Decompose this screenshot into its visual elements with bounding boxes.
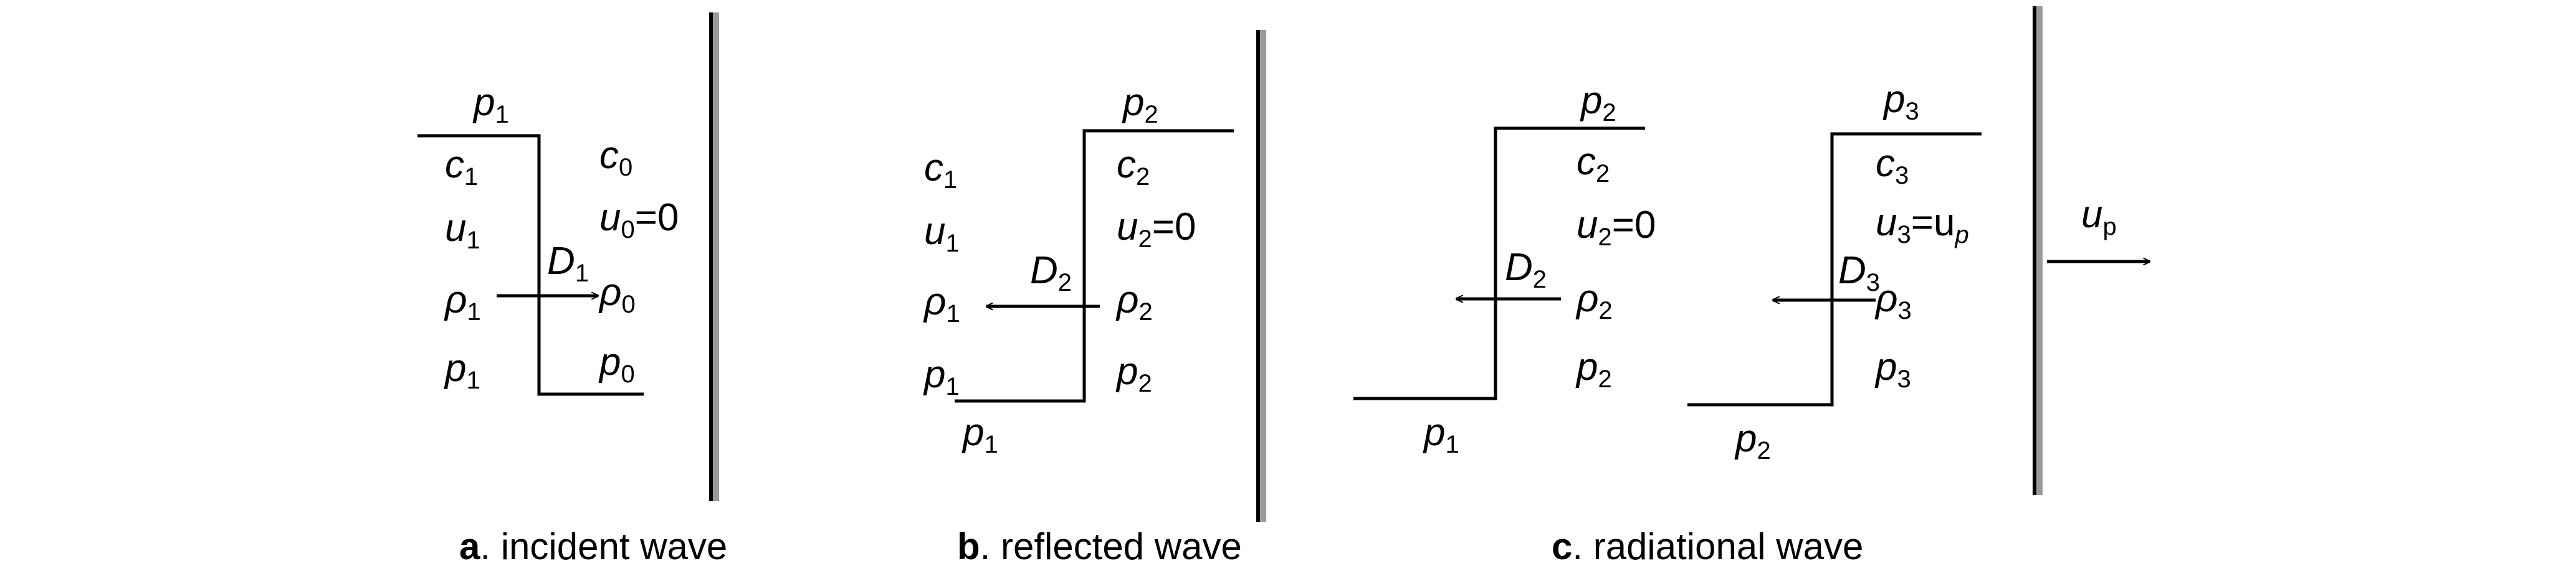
wall-velocity-label: up [2081, 193, 2117, 240]
state-label-rho1-b: ρ1 [923, 280, 960, 328]
state-label-rho3-c: ρ3 [1874, 277, 1912, 324]
pressure-profile-a [417, 134, 644, 396]
bottom-pressure-label-c1: p1 [1423, 411, 1459, 458]
top-pressure-label-c1: p2 [1580, 79, 1616, 126]
pressure-profile-c2 [1687, 132, 1982, 407]
state-label-u2-b: u2=0 [1117, 205, 1196, 253]
bottom-pressure-label-c2: p2 [1734, 417, 1771, 465]
wave-front-label-c1: D2 [1505, 246, 1547, 293]
state-label-c2-c: c2 [1577, 140, 1610, 187]
state-label-u3-c: u3=up [1876, 201, 1969, 248]
state-label-rho0-a: ρ0 [598, 271, 636, 318]
state-label-u2-c: u2=0 [1577, 204, 1656, 251]
state-label-p1-b: p1 [923, 353, 960, 400]
state-label-p1-a: p1 [444, 347, 480, 394]
wave-front-label-c2: D3 [1838, 249, 1880, 296]
moving-wall-c [2033, 6, 2043, 495]
panel-a-incident-wave: p1 c1 u1 ρ1 p1 c0 u0=0 ρ0 p0 D1 a. incid… [417, 12, 727, 566]
state-label-u0-a: u0=0 [599, 196, 679, 243]
bottom-pressure-label-b: p1 [961, 411, 998, 458]
state-label-u1-a: u1 [445, 207, 480, 254]
state-label-p3-c: p3 [1874, 346, 1911, 393]
rigid-wall-b [1256, 30, 1266, 522]
state-label-u1-b: u1 [924, 210, 960, 257]
state-label-p0-a: p0 [598, 341, 635, 388]
caption-c: c. radiational wave [1552, 526, 1863, 566]
top-pressure-label-c2: p3 [1882, 78, 1919, 125]
top-pressure-label-b: p2 [1122, 81, 1158, 128]
pressure-profile-c1 [1353, 126, 1645, 400]
pressure-profile-b [955, 129, 1234, 403]
state-label-p2-c: p2 [1575, 346, 1612, 393]
profile-c1: p2 c2 u2=0 ρ2 p2 D2 p1 [1353, 79, 1656, 458]
state-label-rho2-b: ρ2 [1115, 278, 1153, 326]
top-pressure-label-a: p1 [472, 81, 509, 128]
state-label-c2-b: c2 [1117, 143, 1150, 191]
state-label-rho2-c: ρ2 [1575, 277, 1613, 324]
state-label-c0-a: c0 [599, 134, 632, 181]
wave-front-label-a: D1 [547, 240, 589, 287]
panel-b-reflected-wave: p2 c1 u1 ρ1 p1 c2 u2=0 ρ2 p2 D2 p1 b. re… [923, 30, 1266, 566]
state-label-c1-a: c1 [445, 143, 478, 191]
state-label-c3-c: c3 [1876, 142, 1909, 189]
state-label-p2-b: p2 [1115, 350, 1152, 397]
state-label-c1-b: c1 [924, 146, 957, 194]
state-label-rho1-a: ρ1 [444, 278, 481, 326]
caption-b: b. reflected wave [957, 526, 1242, 566]
panel-c-radiational-wave: p2 c2 u2=0 ρ2 p2 D2 p1 p3 c3 u3=up ρ3 p3… [1353, 6, 2150, 566]
profile-c2: p3 c3 u3=up ρ3 p3 D3 p2 [1687, 78, 1982, 465]
rigid-wall-a [709, 12, 719, 501]
caption-a: a. incident wave [459, 526, 727, 566]
wave-front-label-b: D2 [1030, 249, 1072, 296]
